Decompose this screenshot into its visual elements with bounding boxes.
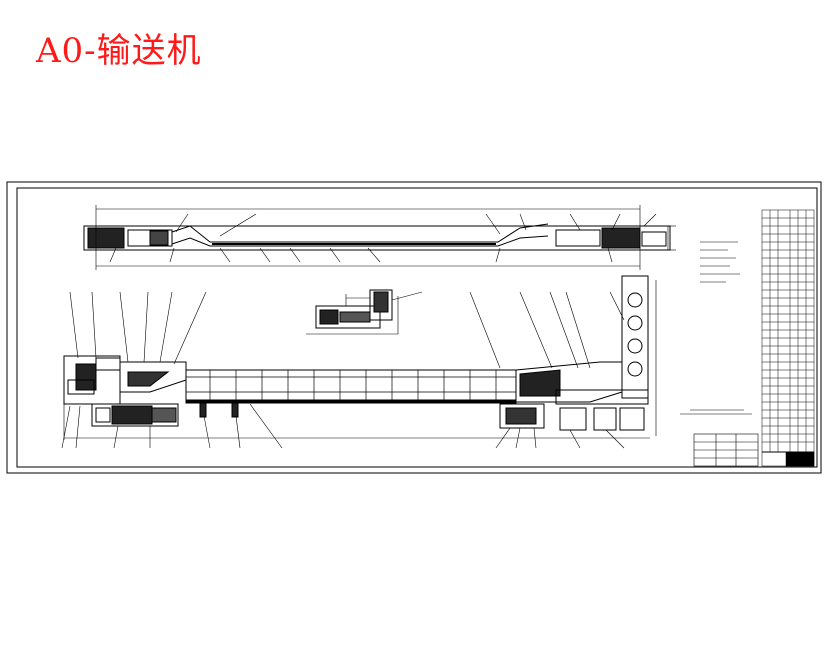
top-chain	[212, 243, 496, 245]
support-leg	[199, 402, 207, 418]
trough-segments	[209, 370, 497, 402]
detail-housing	[315, 305, 381, 329]
right-drive-box	[559, 407, 587, 431]
right-gear-unit	[499, 403, 545, 429]
right-drive-box	[619, 407, 645, 431]
page-title: A0-输送机	[36, 31, 202, 71]
sheet-outer-border	[6, 181, 822, 474]
top-trough-edge-inner	[171, 235, 549, 247]
support-leg	[231, 402, 239, 418]
top-left-frame	[127, 229, 173, 247]
top-right-tail	[641, 231, 667, 247]
top-right-frame	[555, 229, 601, 247]
tower-wheel	[627, 361, 643, 377]
top-left-drive	[87, 227, 125, 249]
top-trough-edge	[171, 223, 549, 243]
side-view	[61, 275, 657, 449]
detail-view	[306, 289, 423, 335]
top-view-outline	[83, 225, 671, 251]
top-left-motor	[149, 230, 169, 246]
parts-table-small	[693, 433, 759, 467]
tower-wheel	[627, 315, 643, 331]
detail-motor	[369, 289, 393, 321]
right-tower	[621, 275, 649, 399]
sheet-inner-border	[16, 187, 818, 468]
top-right-drive	[601, 227, 641, 249]
bill-of-materials	[761, 209, 815, 467]
title-block-logo	[785, 451, 815, 467]
left-drive-unit	[91, 403, 179, 427]
top-view	[83, 205, 676, 270]
technical-notes	[680, 241, 752, 415]
tower-wheel	[627, 338, 643, 354]
tower-wheel	[627, 292, 643, 308]
right-drive-box	[593, 407, 617, 431]
right-base	[555, 389, 649, 405]
main-trough	[185, 369, 517, 403]
